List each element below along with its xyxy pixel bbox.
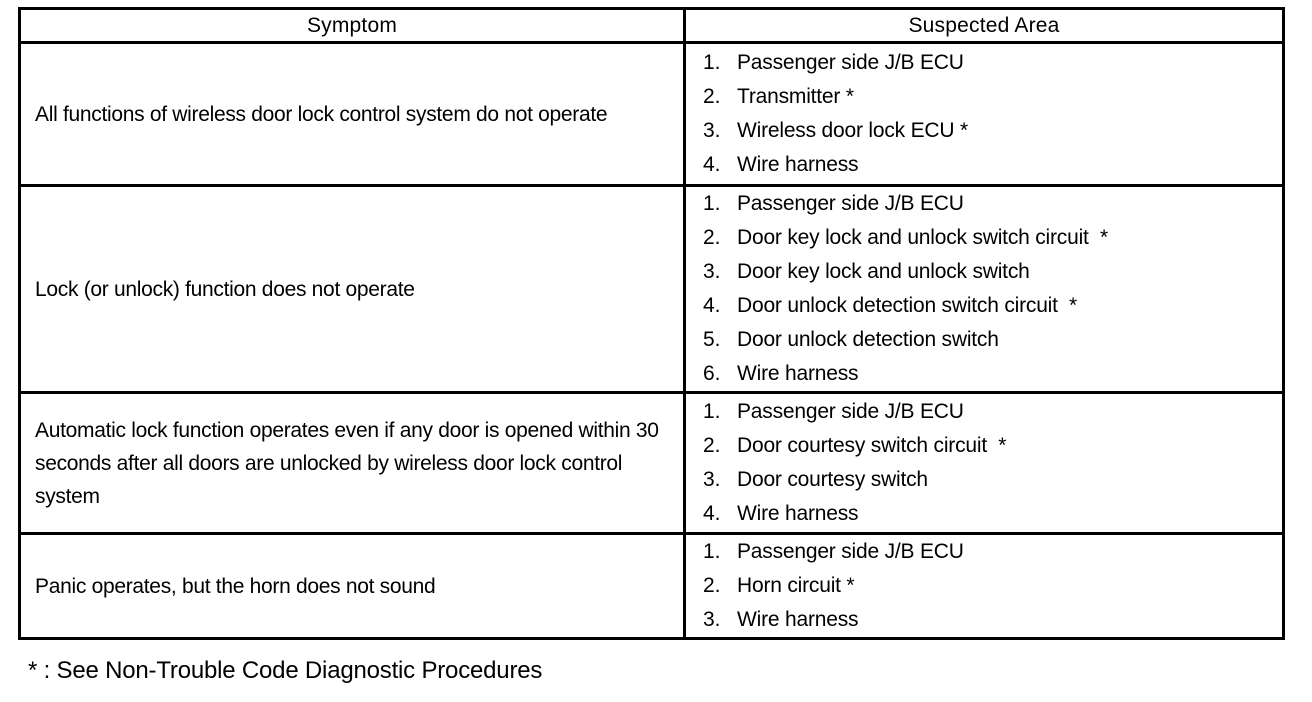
suspected-area-list: 1. Passenger side J/B ECU 2. Transmitter…	[686, 46, 1282, 182]
suspected-area-item: 1. Passenger side J/B ECU	[686, 395, 1282, 429]
item-number: 4.	[703, 294, 721, 317]
suspected-area-list: 1. Passenger side J/B ECU 2. Horn circui…	[686, 535, 1282, 637]
item-text: Horn circuit *	[737, 574, 855, 597]
symptom-cell: Lock (or unlock) function does not opera…	[18, 184, 686, 394]
symptom-cell: All functions of wireless door lock cont…	[18, 41, 686, 187]
item-number: 2.	[703, 85, 721, 108]
item-text: Door unlock detection switch circuit *	[737, 294, 1078, 317]
symptom-column-header: Symptom	[18, 7, 686, 44]
item-text: Wire harness	[737, 502, 859, 525]
suspected-area-item: 2. Transmitter *	[686, 80, 1282, 114]
suspected-area-item: 3. Wire harness	[686, 603, 1282, 637]
item-text: Door courtesy switch circuit *	[737, 434, 1007, 457]
item-number: 1.	[703, 400, 721, 423]
suspected-area-item: 3. Wireless door lock ECU *	[686, 114, 1282, 148]
suspected-area-cell: 1. Passenger side J/B ECU 2. Door key lo…	[683, 184, 1285, 394]
suspected-area-item: 1. Passenger side J/B ECU	[686, 46, 1282, 80]
item-text: Wire harness	[737, 153, 859, 176]
item-number: 4.	[703, 502, 721, 525]
item-text: Passenger side J/B ECU	[737, 192, 964, 215]
suspected-area-cell: 1. Passenger side J/B ECU 2. Door courte…	[683, 391, 1285, 535]
item-number: 2.	[703, 226, 721, 249]
suspected-area-item: 3. Door courtesy switch	[686, 463, 1282, 497]
symptom-suspected-area-table: Symptom Suspected Area All functions of …	[18, 7, 1285, 640]
item-number: 3.	[703, 468, 721, 491]
suspected-area-item: 4. Wire harness	[686, 497, 1282, 531]
suspected-area-item: 6. Wire harness	[686, 357, 1282, 391]
item-number: 3.	[703, 260, 721, 283]
symptom-text: Lock (or unlock) function does not opera…	[35, 277, 415, 301]
suspected-area-item: 2. Door key lock and unlock switch circu…	[686, 221, 1282, 255]
item-number: 4.	[703, 153, 721, 176]
suspected-area-item: 2. Horn circuit *	[686, 569, 1282, 603]
suspected-area-item: 5. Door unlock detection switch	[686, 323, 1282, 357]
item-number: 3.	[703, 608, 721, 631]
suspected-area-list: 1. Passenger side J/B ECU 2. Door courte…	[686, 395, 1282, 531]
item-text: Wireless door lock ECU *	[737, 119, 968, 142]
item-number: 1.	[703, 51, 721, 74]
item-text: Door unlock detection switch	[737, 328, 999, 351]
suspected-area-column-header: Suspected Area	[683, 7, 1285, 44]
item-number: 2.	[703, 574, 721, 597]
suspected-area-item: 4. Door unlock detection switch circuit …	[686, 289, 1282, 323]
suspected-area-item: 3. Door key lock and unlock switch	[686, 255, 1282, 289]
suspected-area-item: 2. Door courtesy switch circuit *	[686, 429, 1282, 463]
item-number: 3.	[703, 119, 721, 142]
symptom-text: Panic operates, but the horn does not so…	[35, 574, 436, 598]
item-text: Wire harness	[737, 608, 859, 631]
item-text: Wire harness	[737, 362, 859, 385]
item-number: 6.	[703, 362, 721, 385]
asterisk-footnote: * : See Non-Trouble Code Diagnostic Proc…	[28, 657, 543, 684]
suspected-area-list: 1. Passenger side J/B ECU 2. Door key lo…	[686, 187, 1282, 391]
symptom-cell: Automatic lock function operates even if…	[18, 391, 686, 535]
header-row: Symptom Suspected Area	[18, 7, 1285, 44]
item-text: Door courtesy switch	[737, 468, 928, 491]
item-text: Door key lock and unlock switch circuit …	[737, 226, 1108, 249]
table-row: Automatic lock function operates even if…	[18, 391, 1285, 535]
table-row: Lock (or unlock) function does not opera…	[18, 184, 1285, 394]
table-row: All functions of wireless door lock cont…	[18, 41, 1285, 187]
suspected-area-item: 4. Wire harness	[686, 148, 1282, 182]
suspected-area-item: 1. Passenger side J/B ECU	[686, 187, 1282, 221]
table-row: Panic operates, but the horn does not so…	[18, 532, 1285, 640]
suspected-area-cell: 1. Passenger side J/B ECU 2. Transmitter…	[683, 41, 1285, 187]
item-text: Transmitter *	[737, 85, 854, 108]
symptom-cell: Panic operates, but the horn does not so…	[18, 532, 686, 640]
item-number: 2.	[703, 434, 721, 457]
item-text: Passenger side J/B ECU	[737, 400, 964, 423]
suspected-area-item: 1. Passenger side J/B ECU	[686, 535, 1282, 569]
symptom-text: All functions of wireless door lock cont…	[35, 102, 608, 126]
item-text: Door key lock and unlock switch	[737, 260, 1030, 283]
item-number: 1.	[703, 192, 721, 215]
item-text: Passenger side J/B ECU	[737, 51, 964, 74]
item-text: Passenger side J/B ECU	[737, 540, 964, 563]
suspected-area-cell: 1. Passenger side J/B ECU 2. Horn circui…	[683, 532, 1285, 640]
item-number: 5.	[703, 328, 721, 351]
item-number: 1.	[703, 540, 721, 563]
symptom-text: Automatic lock function operates even if…	[35, 418, 659, 508]
